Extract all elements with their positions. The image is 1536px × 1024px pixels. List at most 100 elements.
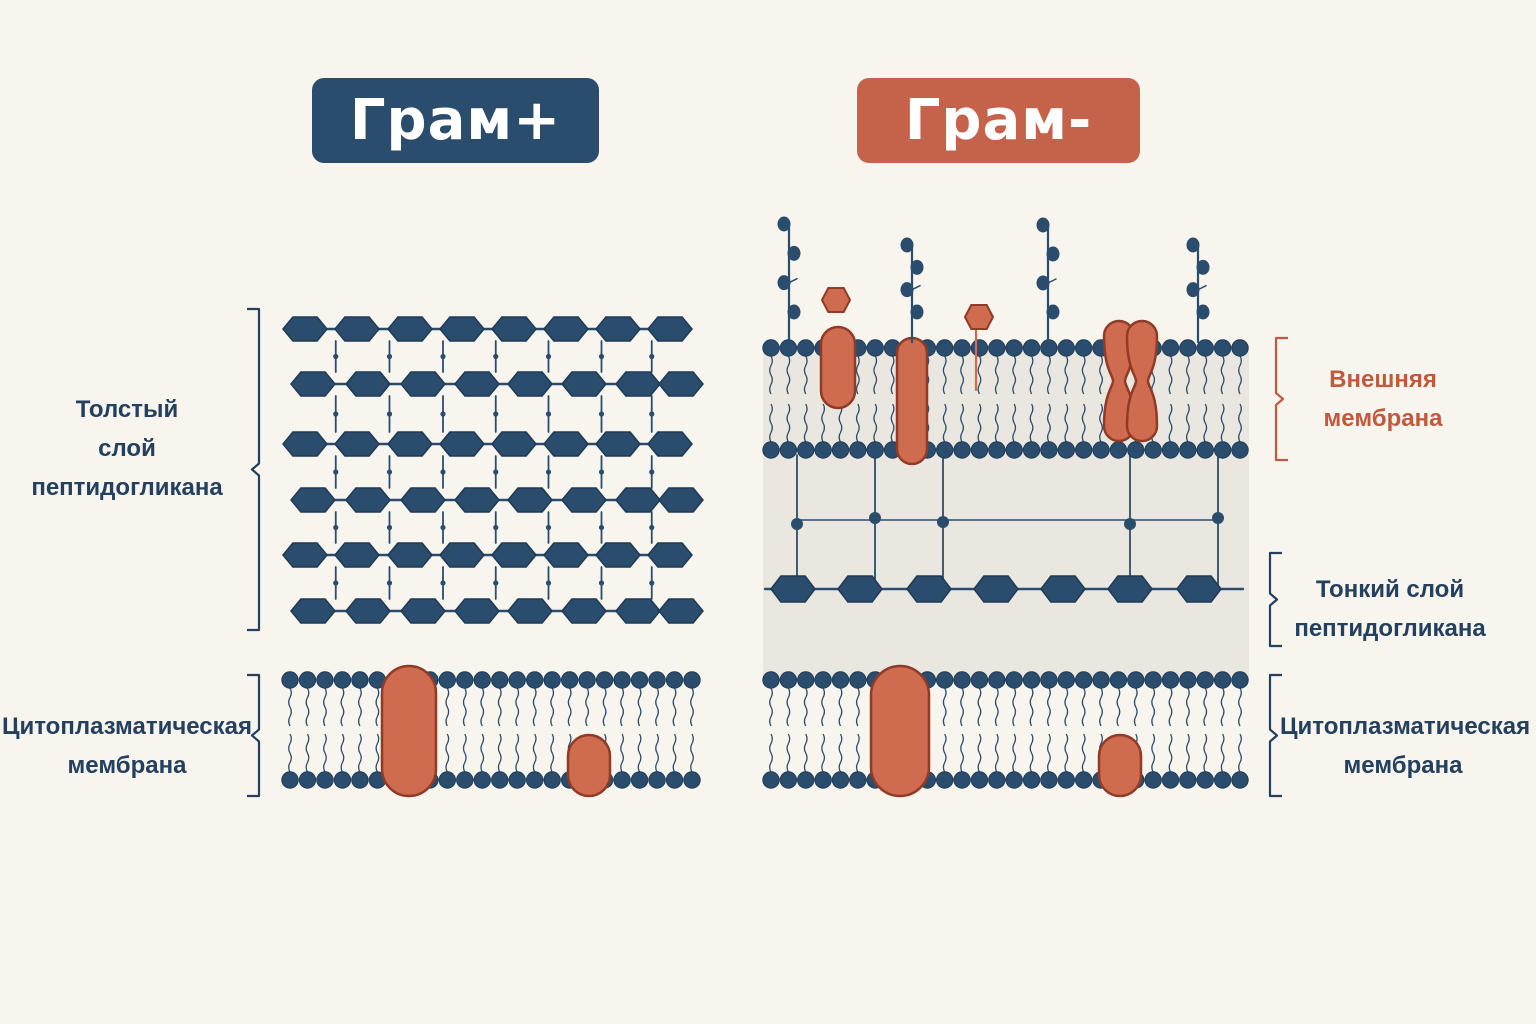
phospholipid-head xyxy=(1005,339,1023,357)
phospholipid-head xyxy=(508,671,526,689)
crosslink-node xyxy=(545,524,552,531)
lipid-tail xyxy=(1099,687,1103,727)
glycan-hexagon xyxy=(595,542,641,568)
lipid-tail xyxy=(1220,403,1225,443)
phospholipid-head xyxy=(797,671,815,689)
phospholipid-head xyxy=(831,671,850,689)
glycan-hexagon xyxy=(491,431,537,457)
lipid-tail xyxy=(1220,687,1225,727)
phospholipid-head xyxy=(1213,339,1232,357)
glycan-hexagon xyxy=(770,575,816,603)
gram-positive-membrane-label: Цитоплазматическая мембрана xyxy=(1,713,253,779)
glycan-hexagon xyxy=(387,542,433,568)
phospholipid-head xyxy=(779,441,798,459)
crosslink-node xyxy=(333,411,339,417)
lipid-tail xyxy=(445,687,450,727)
lipid-tail xyxy=(942,403,947,443)
phospholipid-head xyxy=(1109,441,1128,459)
phospholipid-head xyxy=(1057,339,1075,357)
brace-line xyxy=(247,673,261,798)
glycan-hexagon xyxy=(454,598,500,624)
lipid-tail xyxy=(497,733,502,773)
lipid-tail xyxy=(1185,355,1190,395)
phospholipid-head xyxy=(1092,441,1110,459)
lipid-tail xyxy=(323,687,327,727)
glycan-hexagon xyxy=(507,487,553,513)
glycan-hexagon xyxy=(282,431,328,457)
glycan-hexagon xyxy=(345,371,391,397)
phospholipid-head xyxy=(578,671,596,689)
outer-membrane-transmembrane-protein xyxy=(895,336,929,466)
phospholipid-head xyxy=(1144,441,1162,459)
gram-negative-cytoplasmic-membrane xyxy=(762,664,1249,798)
glycan-hexagon xyxy=(282,316,328,342)
phospholipid-head xyxy=(797,441,815,459)
glycan-hexagon xyxy=(439,542,485,568)
phospholipid-head xyxy=(814,771,832,789)
glycan-hexagon xyxy=(400,598,446,624)
phospholipid-head xyxy=(630,771,649,789)
lipid-tail xyxy=(994,687,999,727)
lipid-tail xyxy=(821,687,826,727)
lipid-tail xyxy=(803,733,808,773)
gram-positive-title: Грам+ xyxy=(349,88,562,153)
lipid-tail xyxy=(1081,687,1086,727)
lipid-tail xyxy=(1168,687,1173,727)
gram-positive-small-protein xyxy=(566,733,612,798)
phospholipid-head xyxy=(1161,441,1180,459)
phospholipid-head xyxy=(525,771,544,789)
phospholipid-head xyxy=(779,671,798,689)
lipopolysaccharide-chains xyxy=(777,216,1210,344)
gram-positive-large-protein xyxy=(380,664,438,798)
phospholipid-head xyxy=(762,771,780,789)
glycan-hexagon xyxy=(334,431,380,457)
lipid-tail xyxy=(1064,355,1069,395)
outer-membrane-label: Внешняя мембрана xyxy=(1323,366,1443,432)
phospholipid-head xyxy=(1179,441,1197,459)
lipid-tail xyxy=(375,733,380,773)
sugar-branch xyxy=(788,248,798,255)
thin-peptidoglycan-brace xyxy=(1268,551,1282,648)
sugar-branch xyxy=(911,262,921,269)
lipid-tail xyxy=(340,733,345,773)
phospholipid-head xyxy=(298,671,317,689)
brace-line xyxy=(1274,336,1288,462)
sugar-branch xyxy=(911,307,921,313)
phospholipid-head xyxy=(473,671,491,689)
phospholipid-head xyxy=(1127,671,1145,689)
sugar-branch xyxy=(1197,262,1207,269)
crosslink-node xyxy=(649,524,655,531)
lipid-tail xyxy=(585,687,590,727)
lipid-tail xyxy=(838,733,843,773)
lipid-tail xyxy=(942,687,947,727)
phospholipid-head xyxy=(1005,671,1023,689)
glycan-hexagon xyxy=(454,371,500,397)
lipid-tail xyxy=(873,355,878,395)
phospholipid-head xyxy=(953,441,971,459)
sugar-branch xyxy=(788,307,798,313)
lipid-tail xyxy=(977,687,982,727)
phospholipid-head xyxy=(281,671,299,689)
glycan-hexagon xyxy=(290,598,336,624)
glycan-hexagon xyxy=(658,487,704,513)
gram-negative-membrane-brace xyxy=(1268,673,1282,798)
lipid-tail xyxy=(786,687,791,727)
phospholipid-head xyxy=(1196,339,1214,357)
glycan-hexagon xyxy=(1176,575,1222,603)
phospholipid-head xyxy=(456,771,474,789)
phospholipid-head xyxy=(866,339,884,357)
crosslink-node xyxy=(493,580,499,586)
crosslink-node xyxy=(493,469,499,475)
lipid-tail xyxy=(1081,733,1086,773)
lipid-tail xyxy=(305,733,310,773)
lipid-tail xyxy=(532,733,537,773)
lipid-tail xyxy=(803,687,808,727)
crosslink-node xyxy=(598,524,605,531)
glycan-hexagon xyxy=(334,316,380,342)
phospholipid-head xyxy=(1144,771,1162,789)
phospholipid-head xyxy=(1179,339,1197,357)
lipid-tail xyxy=(1203,687,1208,727)
periplasm-node xyxy=(869,512,881,524)
sugar-unit xyxy=(1186,237,1200,253)
phospholipid-head xyxy=(936,671,954,689)
